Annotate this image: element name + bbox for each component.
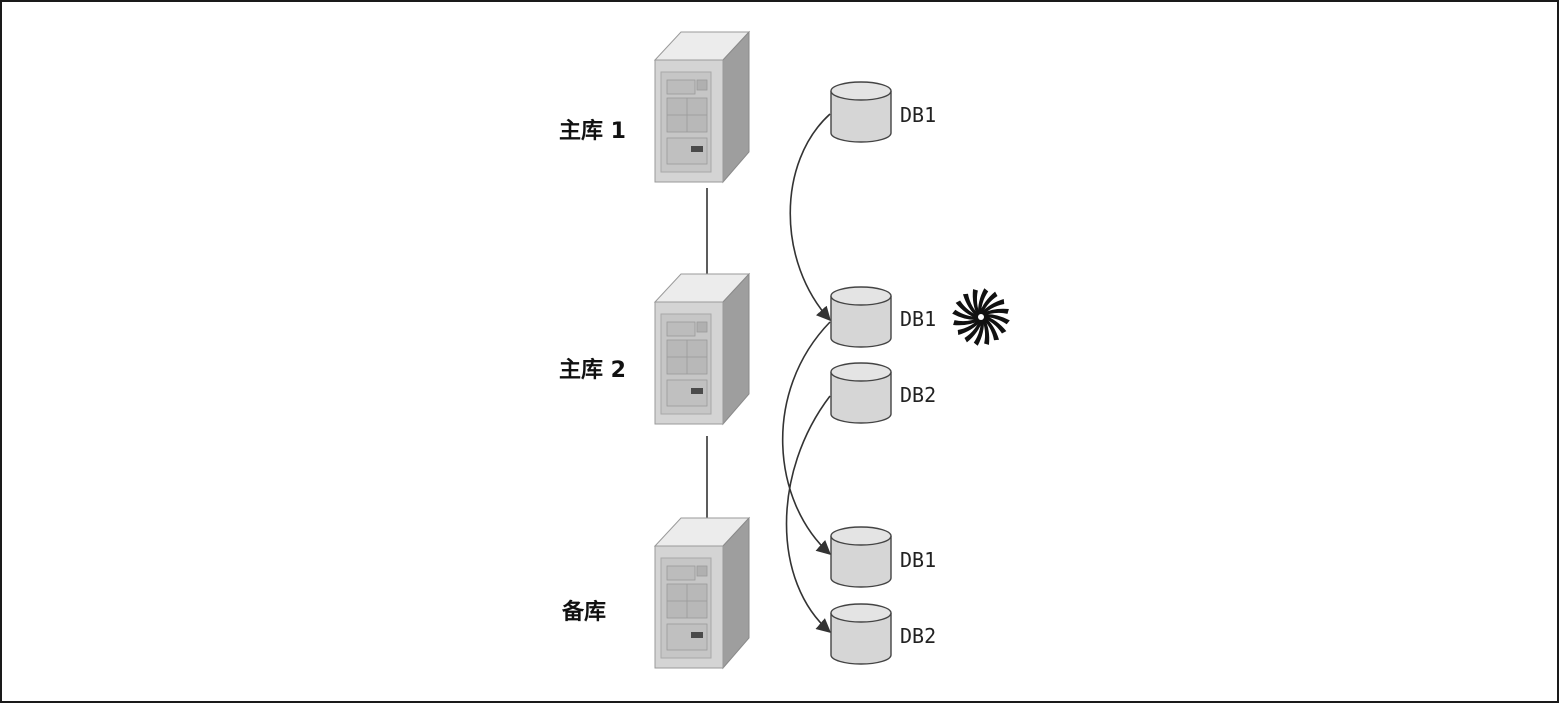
failure-burst-icon (952, 288, 1010, 346)
failure-burst-ray (978, 288, 989, 317)
failure-burst-ray (981, 308, 1009, 317)
failure-burst-ray (979, 291, 998, 317)
db-arrow-db1-to-db1-bottom (781, 321, 832, 555)
failure-burst-ray (981, 317, 1000, 341)
server-master-2-icon (654, 273, 750, 425)
failure-burst-ray (981, 317, 990, 345)
db-arrow-db2-to-db2-bottom (785, 395, 832, 633)
failure-burst-ray (955, 300, 981, 319)
server-label-standby: 备库 (561, 599, 606, 625)
database-label-db1-middle: DB1 (900, 307, 936, 331)
database-label-db2-middle: DB2 (900, 383, 936, 407)
failure-burst-ray (981, 314, 1010, 325)
database-label-db2-bottom: DB2 (900, 624, 936, 648)
db-arrow-db1-to-db1-second (789, 113, 831, 322)
failure-burst-ray (952, 309, 981, 320)
failure-burst-ray (972, 289, 981, 317)
failure-burst-center (978, 314, 984, 320)
failure-burst-ray (981, 298, 1005, 317)
server-standby-icon (654, 517, 750, 669)
failure-burst-ray (962, 293, 981, 317)
database-label-db1-bottom: DB1 (900, 548, 936, 572)
failure-burst-ray (964, 317, 983, 343)
failure-burst-ray (957, 317, 981, 336)
server-master-1-icon (654, 31, 750, 183)
database-db2-middle-icon (830, 362, 892, 424)
database-db2-bottom-icon (830, 603, 892, 665)
database-label-db1-top: DB1 (900, 103, 936, 127)
failure-burst-ray (981, 315, 1007, 334)
failure-burst-ray (973, 317, 984, 346)
database-db1-top-icon (830, 81, 892, 143)
database-db1-bottom-icon (830, 526, 892, 588)
failure-burst-ray (953, 317, 981, 326)
database-db1-middle-icon (830, 286, 892, 348)
server-label-master-1: 主库 1 (559, 119, 626, 144)
server-label-master-2: 主库 2 (559, 358, 626, 383)
